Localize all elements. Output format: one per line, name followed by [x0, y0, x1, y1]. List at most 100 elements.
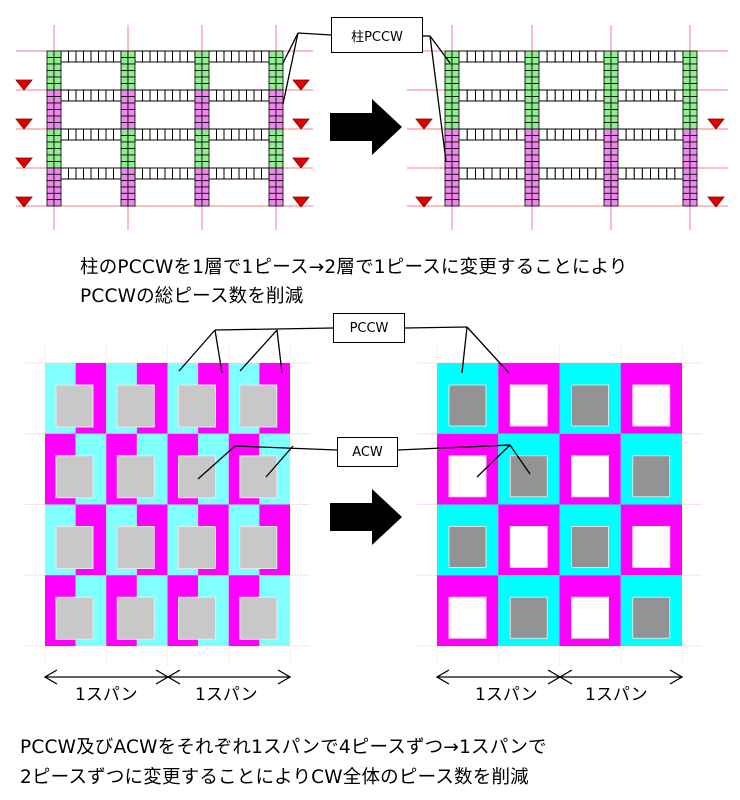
after-frame-column-pccw-cell [603, 154, 612, 162]
before-frame-column-pccw-cell [194, 63, 203, 71]
after-frame-beam-segment [625, 167, 635, 180]
before-frame-column-pccw-cell [201, 122, 210, 130]
before-frame-column-pccw-cell [53, 141, 62, 149]
after-frame-beam-segment [587, 128, 597, 141]
after-cw-acw-piece [509, 526, 548, 568]
before-cw-acw-piece [239, 596, 278, 640]
after-frame-column-pccw-cell [682, 89, 691, 97]
after-frame-column-pccw-cell [682, 122, 691, 130]
before-frame-column-pccw-cell [275, 76, 284, 84]
after-frame-column-pccw-cell [444, 70, 453, 78]
after-frame-column-pccw-cell [524, 186, 533, 194]
arrowhead-left-icon [435, 669, 450, 685]
before-frame-beam-segment [90, 167, 99, 180]
before-frame-beam-segment [134, 167, 143, 180]
before-frame-column-pccw-cell [275, 173, 284, 182]
before-frame-column-pccw-cell [201, 83, 210, 91]
after-frame-column-pccw-cell [451, 122, 460, 130]
before-frame-column-pccw-cell [194, 76, 203, 84]
before-frame-column-pccw-cell [120, 57, 129, 65]
after-frame-column-pccw-cell [603, 96, 612, 104]
before-frame-beam-segment [68, 128, 77, 141]
before-frame-column-pccw-cell [275, 186, 284, 194]
after-frame-column-pccw-cell [531, 128, 540, 136]
after-frame-column-pccw-cell [610, 63, 619, 71]
before-frame-column-pccw-cell [46, 70, 55, 78]
before-frame-column-pccw-cell [268, 70, 277, 78]
after-frame-column-pccw-cell [524, 199, 533, 207]
after-frame-beam-segment [625, 128, 635, 141]
arrowhead-right-icon [277, 669, 292, 685]
before-frame-beam-segment [231, 128, 240, 141]
before-frame-beam-segment [60, 128, 69, 141]
before-frame-column-pccw-cell [275, 161, 284, 169]
before-frame-column-pccw-cell [46, 57, 55, 65]
before-frame-beam-segment [216, 50, 225, 63]
after-frame-beam-segment [617, 89, 627, 102]
after-frame-column-pccw-cell [531, 83, 540, 91]
after-frame-joint-marker-icon [707, 118, 725, 130]
before-frame-beam-segment [105, 167, 114, 180]
before-frame-beam-segment [179, 128, 188, 141]
before-frame-column-pccw-cell [201, 50, 210, 58]
after-frame-column-pccw-cell [524, 141, 533, 149]
before-frame-beam-segment [157, 50, 166, 63]
after-frame-beam-segment [617, 167, 627, 180]
before-frame-column-pccw-cell [127, 192, 136, 201]
after-frame-column-pccw-cell [444, 76, 453, 84]
after-frame-beam-segment [458, 89, 468, 102]
before-frame-column-pccw-cell [127, 128, 136, 136]
before-frame-column-pccw-cell [194, 70, 203, 78]
before-frame-beam-segment [142, 89, 151, 102]
before-frame-column-pccw-cell [275, 199, 284, 207]
after-frame-column-pccw-cell [444, 199, 453, 207]
before-frame-beam-segment [60, 50, 69, 63]
after-frame-beam-segment [475, 50, 485, 63]
after-frame-column-pccw-cell [531, 148, 540, 156]
arrowhead-right-icon [669, 669, 684, 685]
after-frame-column-pccw-cell [451, 154, 460, 162]
after-frame-beam-segment [587, 89, 597, 102]
before-frame-column-pccw-cell [201, 89, 210, 97]
after-frame-column-pccw-cell [524, 154, 533, 162]
before-frame-column-pccw-cell [127, 135, 136, 143]
after-frame-column-pccw-cell [444, 83, 453, 91]
before-frame-beam-segment [68, 167, 77, 180]
before-frame-column-pccw-cell [275, 50, 284, 58]
before-frame-column-pccw-cell [275, 135, 284, 143]
before-frame-column-pccw-cell [201, 57, 210, 65]
after-frame-column-pccw-cell [524, 115, 533, 123]
after-frame-column-pccw-cell [689, 122, 698, 130]
before-frame-column-pccw-cell [127, 96, 136, 104]
before-frame-column-pccw-cell [53, 63, 62, 71]
before-frame-beam-segment [253, 128, 262, 141]
before-frame-column-pccw-cell [275, 180, 284, 188]
after-frame-column-pccw-cell [610, 50, 619, 58]
before-frame-column-pccw-cell [201, 192, 210, 201]
after-frame-column-pccw-cell [444, 180, 453, 188]
after-cw-acw-piece [632, 526, 671, 568]
before-frame-column-pccw-cell [127, 76, 136, 84]
before-frame-beam-segment [179, 167, 188, 180]
after-frame-column-pccw-cell [682, 167, 691, 175]
after-frame-column-pccw-cell [603, 141, 612, 149]
before-frame-beam-segment [231, 167, 240, 180]
before-frame-column-pccw-cell [127, 199, 136, 207]
arrowhead-left-icon [558, 669, 573, 685]
after-frame-column-pccw-cell [524, 50, 533, 58]
before-frame-beam-segment [187, 167, 196, 180]
after-frame-column-pccw-cell [610, 173, 619, 182]
after-frame-column-pccw-cell [531, 109, 540, 117]
after-frame-column-pccw-cell [689, 186, 698, 194]
after-frame-beam-segment [499, 89, 509, 102]
before-frame-beam-segment [83, 167, 92, 180]
after-frame-column-pccw-cell [689, 173, 698, 182]
after-cw-acw-piece [448, 526, 487, 568]
before-frame-column-pccw-cell [53, 115, 62, 123]
before-frame-column-pccw-cell [268, 141, 277, 149]
before-frame-column-pccw-cell [127, 89, 136, 97]
after-cw-acw-piece [448, 596, 487, 639]
span-label-left-1: 1スパン [75, 685, 138, 705]
before-frame-column-pccw-cell [53, 180, 62, 188]
after-frame-column-pccw-cell [689, 109, 698, 117]
